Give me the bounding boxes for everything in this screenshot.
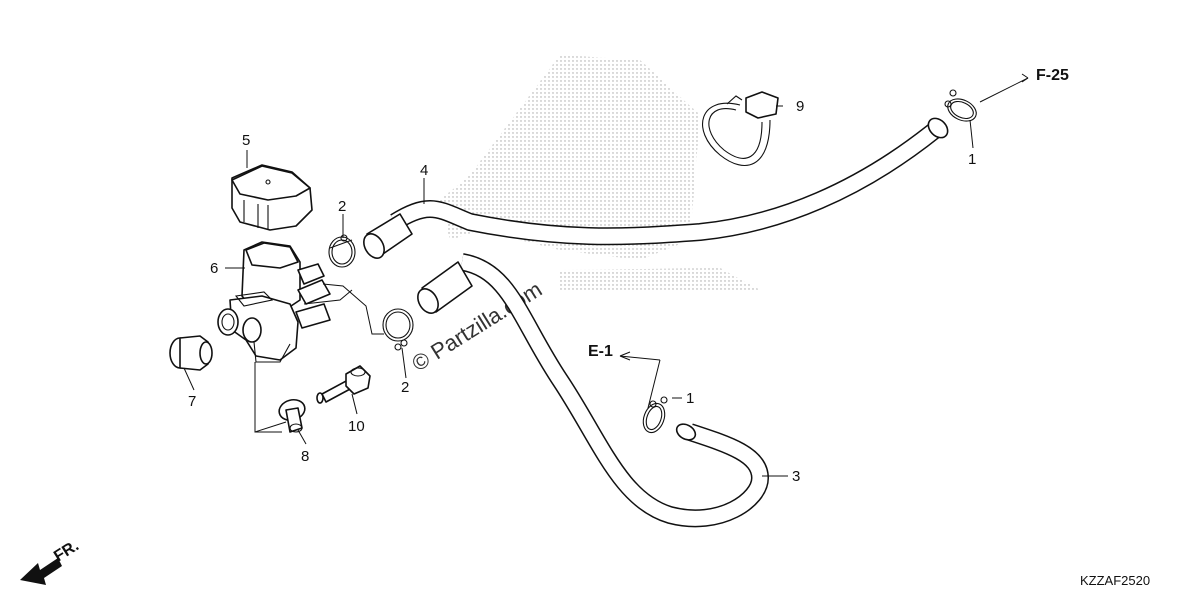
wing-watermark bbox=[440, 55, 760, 292]
part-number-1-lower[interactable]: 1 bbox=[686, 390, 694, 407]
part-6-valve[interactable] bbox=[217, 241, 331, 363]
direction-arrow-fr: FR. bbox=[20, 537, 82, 585]
part-number-3[interactable]: 3 bbox=[792, 468, 800, 485]
reference-f25[interactable]: F-25 bbox=[1036, 67, 1069, 84]
part-1-clip-lower[interactable] bbox=[639, 396, 668, 436]
drawing-code: KZZAF2520 bbox=[1080, 573, 1150, 588]
part-number-9[interactable]: 9 bbox=[796, 98, 804, 115]
part-1-clip-upper[interactable] bbox=[944, 89, 980, 125]
part-2-clip-upper[interactable] bbox=[328, 234, 356, 268]
part-3-hose-lower[interactable] bbox=[414, 253, 769, 528]
part-number-7[interactable]: 7 bbox=[188, 393, 196, 410]
part-10-bolt[interactable] bbox=[316, 365, 371, 404]
part-number-1-upper[interactable]: 1 bbox=[968, 151, 976, 168]
part-8-collar[interactable] bbox=[277, 397, 307, 433]
part-number-6[interactable]: 6 bbox=[210, 260, 218, 277]
reference-e1[interactable]: E-1 bbox=[588, 343, 613, 360]
part-2-clip-lower[interactable] bbox=[382, 308, 414, 351]
part-number-5[interactable]: 5 bbox=[242, 132, 250, 149]
part-number-10[interactable]: 10 bbox=[348, 418, 365, 435]
part-number-2-upper[interactable]: 2 bbox=[338, 198, 346, 215]
part-number-4[interactable]: 4 bbox=[420, 162, 428, 179]
part-7-grommet[interactable] bbox=[169, 335, 213, 371]
part-number-2-lower[interactable]: 2 bbox=[401, 379, 409, 396]
leader-lines bbox=[183, 73, 1029, 477]
part-4-hose-upper[interactable] bbox=[360, 115, 952, 262]
part-number-8[interactable]: 8 bbox=[301, 448, 309, 465]
part-9-band[interactable] bbox=[702, 91, 779, 166]
part-5-cover[interactable] bbox=[231, 164, 313, 231]
